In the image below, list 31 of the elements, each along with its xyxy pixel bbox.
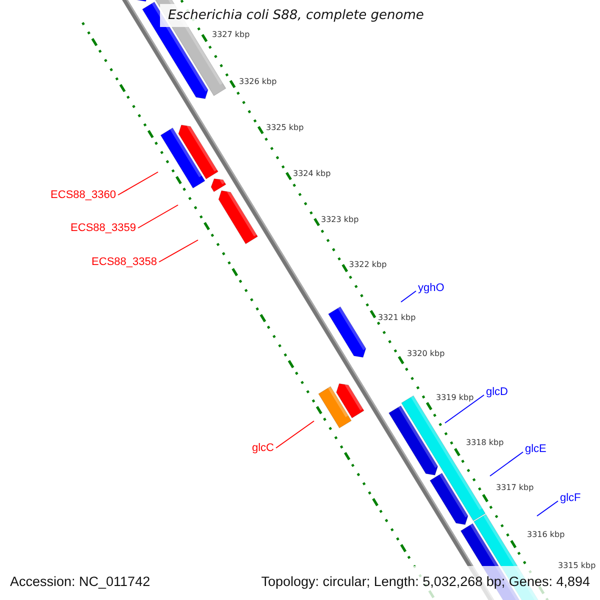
gene-label: glcF <box>560 491 581 505</box>
leader-line <box>536 500 558 516</box>
leader-line <box>400 290 416 302</box>
leader-line <box>158 240 198 262</box>
accession-text: Accession: NC_011742 <box>10 574 150 589</box>
tick-label: 3322 kbp <box>349 260 387 270</box>
tick-label: 3325 kbp <box>266 123 304 133</box>
tick-label: 3326 kbp <box>239 77 277 87</box>
tick-label: 3316 kbp <box>527 530 565 540</box>
leader-line <box>138 204 178 228</box>
tick-label: 3319 kbp <box>436 393 474 403</box>
gene-label: ECS88_3360 <box>50 188 116 202</box>
tick-label: 3317 kbp <box>496 483 534 493</box>
tick-label: 3318 kbp <box>466 438 504 448</box>
tick-label: 3320 kbp <box>407 349 445 359</box>
gene-label: glcC <box>252 441 274 455</box>
leader-line <box>444 394 484 424</box>
tick-label: 3324 kbp <box>293 169 331 179</box>
leader-line <box>490 452 524 476</box>
gene-label: ECS88_3358 <box>92 255 157 269</box>
tick-label: 3321 kbp <box>378 313 416 323</box>
gene-label: ECS88_3359 <box>70 221 136 235</box>
tick-label: 3315 kbp <box>558 561 596 571</box>
gene-label: glcD <box>486 385 508 399</box>
leader-line <box>118 172 158 196</box>
gene-label: yghO <box>418 281 444 295</box>
leader-line <box>276 420 314 448</box>
tick-label: 3327 kbp <box>212 30 250 40</box>
gene-label: glcE <box>525 442 546 456</box>
genome-info-text: Topology: circular; Length: 5,032,268 bp; Genes: 4,894 <box>261 574 590 589</box>
tick-label: 3323 kbp <box>321 215 359 225</box>
